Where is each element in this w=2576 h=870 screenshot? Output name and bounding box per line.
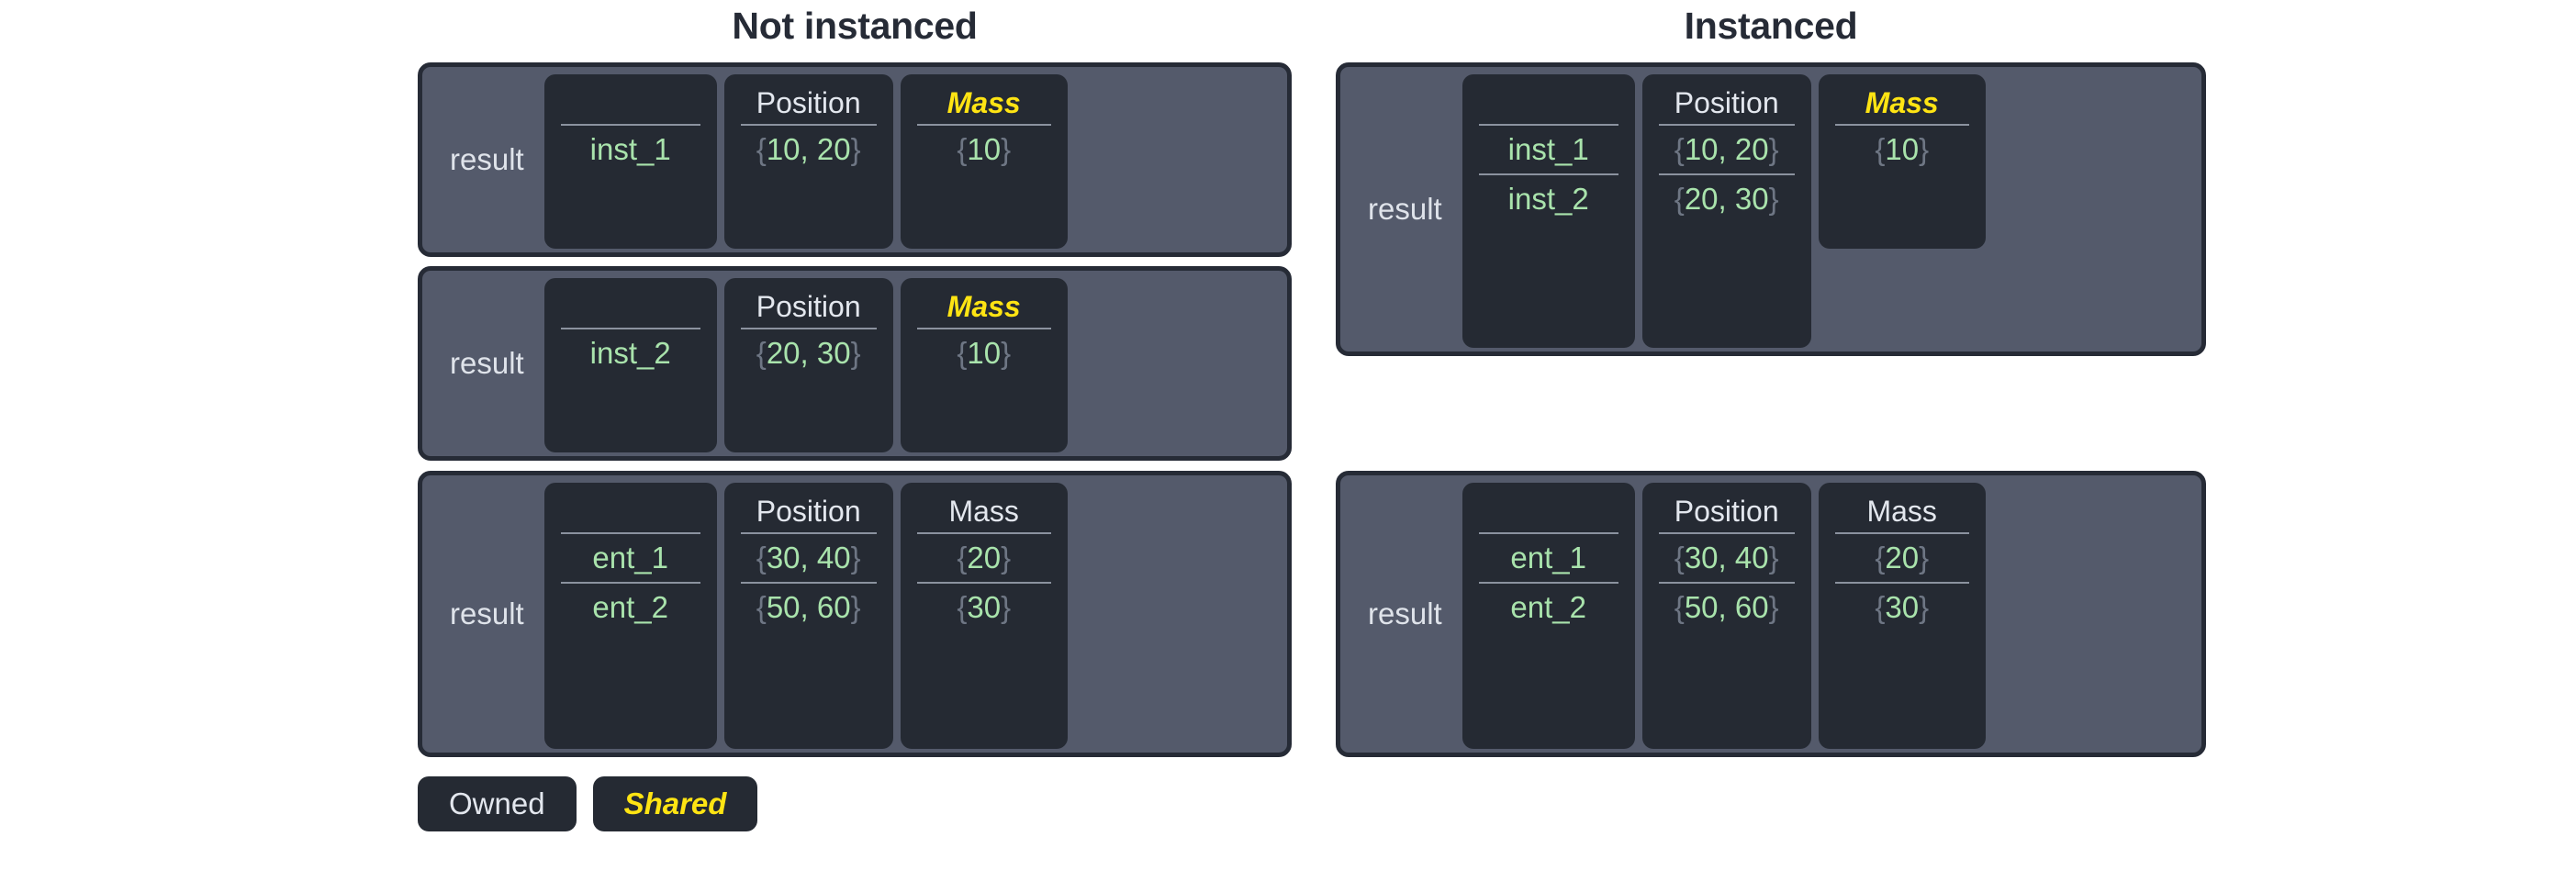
position-value: {10, 20} bbox=[756, 132, 861, 166]
header-rule bbox=[1834, 124, 1969, 126]
position-value: {30, 40} bbox=[756, 541, 861, 574]
position-value: {20, 30} bbox=[1674, 182, 1779, 216]
legend: Owned Shared bbox=[418, 776, 758, 831]
entity-name-value: inst_1 bbox=[589, 132, 671, 166]
position-value: {50, 60} bbox=[1674, 590, 1779, 624]
table-not-instanced-inst-2: result inst_2 Position {20, 30} Mass {10… bbox=[418, 266, 1292, 461]
entity-name-card: ent_1 ent_2 bbox=[1462, 483, 1635, 749]
entity-name-card: ent_1 ent_2 bbox=[543, 483, 717, 749]
position-header: Position bbox=[756, 86, 861, 119]
card-group: inst_2 Position {20, 30} Mass {10} bbox=[543, 278, 1280, 452]
position-value: {30, 40} bbox=[1674, 541, 1779, 574]
entity-name-header bbox=[559, 490, 702, 532]
column-heading-not-instanced: Not instanced bbox=[732, 5, 978, 47]
result-label: result bbox=[450, 597, 524, 630]
row-rule bbox=[1478, 173, 1618, 175]
column-heading-instanced: Instanced bbox=[1684, 5, 1858, 47]
mass-header: Mass bbox=[1865, 86, 1939, 119]
header-rule bbox=[560, 124, 700, 126]
mass-card: Mass {10} bbox=[900, 278, 1068, 452]
card-group: inst_1 inst_2 Position {10, 20} {20, 30}… bbox=[1462, 74, 2194, 348]
position-header: Position bbox=[1674, 86, 1779, 119]
mass-value: {30} bbox=[957, 590, 1012, 624]
header-rule bbox=[1658, 124, 1795, 126]
header-rule bbox=[1478, 124, 1618, 126]
position-header: Position bbox=[756, 495, 861, 528]
position-header: Position bbox=[1674, 495, 1779, 528]
position-card: Position {30, 40} {50, 60} bbox=[1641, 483, 1811, 749]
header-rule bbox=[740, 124, 877, 126]
entity-name-card: inst_1 bbox=[543, 74, 717, 249]
entity-name-value: inst_2 bbox=[589, 336, 671, 370]
position-card: Position {10, 20} bbox=[723, 74, 893, 249]
legend-item-shared: Shared bbox=[592, 776, 758, 831]
entity-name-header bbox=[1477, 490, 1620, 532]
mass-header: Mass bbox=[946, 86, 1021, 119]
entity-name-value: inst_1 bbox=[1507, 132, 1589, 166]
position-value: {10, 20} bbox=[1674, 132, 1779, 166]
table-not-instanced-inst-1: result inst_1 Position {10, 20} Mass {10… bbox=[418, 62, 1292, 257]
entity-name-card: inst_2 bbox=[543, 278, 717, 452]
entity-name-header bbox=[559, 285, 702, 328]
row-rule bbox=[1834, 582, 1969, 584]
header-rule bbox=[916, 124, 1051, 126]
result-label: result bbox=[450, 346, 524, 380]
header-rule bbox=[1478, 532, 1618, 534]
row-rule bbox=[560, 582, 700, 584]
row-rule bbox=[1658, 582, 1795, 584]
legend-item-owned: Owned bbox=[418, 776, 577, 831]
mass-value: {30} bbox=[1875, 590, 1930, 624]
row-rule bbox=[740, 582, 877, 584]
entity-name-header bbox=[559, 82, 702, 124]
entity-name-value: ent_2 bbox=[1510, 590, 1586, 624]
position-card: Position {30, 40} {50, 60} bbox=[723, 483, 893, 749]
header-rule bbox=[916, 532, 1051, 534]
position-card: Position {10, 20} {20, 30} bbox=[1641, 74, 1811, 348]
table-instanced-instances: result inst_1 inst_2 Position {10, 20} {… bbox=[1336, 62, 2206, 356]
mass-header: Mass bbox=[946, 290, 1021, 323]
table-not-instanced-entities: result ent_1 ent_2 Position {30, 40} {50… bbox=[418, 471, 1292, 757]
result-label: result bbox=[1368, 192, 1442, 226]
header-rule bbox=[560, 328, 700, 329]
header-rule bbox=[1834, 532, 1969, 534]
mass-value: {10} bbox=[1875, 132, 1930, 166]
entity-name-value: ent_1 bbox=[592, 541, 668, 574]
mass-card: Mass {20} {30} bbox=[1818, 483, 1986, 749]
result-label: result bbox=[1368, 597, 1442, 630]
header-rule bbox=[1658, 532, 1795, 534]
entity-name-value: inst_2 bbox=[1507, 182, 1589, 216]
mass-value: {10} bbox=[957, 336, 1012, 370]
header-rule bbox=[740, 328, 877, 329]
row-rule bbox=[1658, 173, 1795, 175]
mass-value: {10} bbox=[957, 132, 1012, 166]
card-group: ent_1 ent_2 Position {30, 40} {50, 60} M… bbox=[543, 483, 1280, 749]
table-instanced-entities: result ent_1 ent_2 Position {30, 40} {50… bbox=[1336, 471, 2206, 757]
position-value: {20, 30} bbox=[756, 336, 861, 370]
card-group: inst_1 Position {10, 20} Mass {10} bbox=[543, 74, 1280, 249]
card-group: ent_1 ent_2 Position {30, 40} {50, 60} M… bbox=[1462, 483, 2194, 749]
row-rule bbox=[1478, 582, 1618, 584]
header-rule bbox=[560, 532, 700, 534]
mass-header: Mass bbox=[948, 495, 1019, 528]
header-rule bbox=[916, 328, 1051, 329]
mass-card: Mass {10} bbox=[900, 74, 1068, 249]
position-value: {50, 60} bbox=[756, 590, 861, 624]
row-rule bbox=[916, 582, 1051, 584]
header-rule bbox=[740, 532, 877, 534]
entity-name-header bbox=[1477, 82, 1620, 124]
entity-name-value: ent_1 bbox=[1510, 541, 1586, 574]
mass-header: Mass bbox=[1866, 495, 1937, 528]
mass-value: {20} bbox=[1875, 541, 1930, 574]
position-card: Position {20, 30} bbox=[723, 278, 893, 452]
mass-card-shared: Mass {10} bbox=[1818, 74, 1986, 249]
entity-name-value: ent_2 bbox=[592, 590, 668, 624]
mass-card: Mass {20} {30} bbox=[900, 483, 1068, 749]
position-header: Position bbox=[756, 290, 861, 323]
mass-value: {20} bbox=[957, 541, 1012, 574]
entity-name-card: inst_1 inst_2 bbox=[1462, 74, 1635, 348]
result-label: result bbox=[450, 142, 524, 176]
